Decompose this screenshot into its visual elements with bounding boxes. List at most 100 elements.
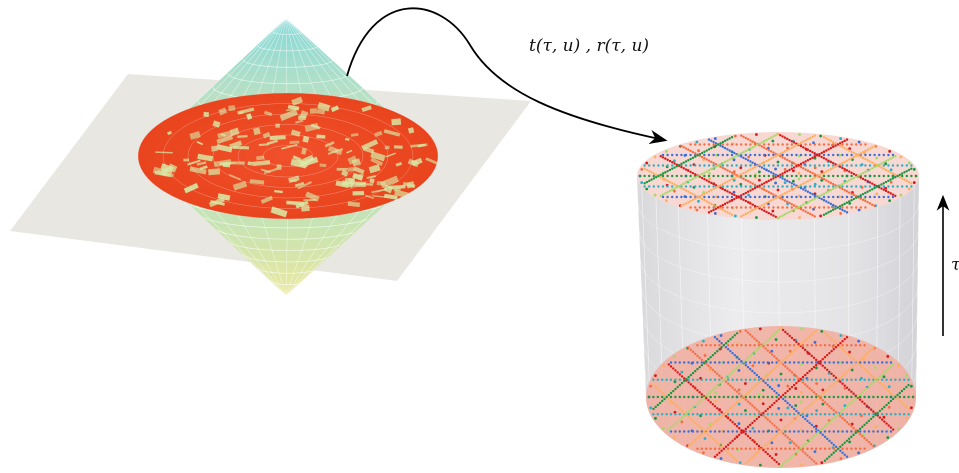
cap-dot bbox=[757, 410, 761, 413]
cap-dot bbox=[760, 413, 763, 417]
cap-dot bbox=[757, 415, 761, 419]
cap-dot bbox=[810, 395, 813, 399]
cap-dot bbox=[867, 430, 871, 433]
cap-dot bbox=[845, 169, 849, 172]
cap-dot bbox=[861, 150, 865, 154]
cap-dot bbox=[909, 406, 913, 410]
cap-dot bbox=[790, 206, 793, 209]
disk-patch bbox=[368, 164, 381, 174]
cap-dot bbox=[836, 185, 839, 188]
cap-dot bbox=[767, 179, 770, 183]
cap-dot bbox=[788, 430, 791, 433]
cap-dot bbox=[779, 173, 782, 176]
cap-dot bbox=[733, 403, 737, 406]
cap-dot bbox=[766, 395, 769, 399]
cap-dot bbox=[781, 172, 784, 175]
cap-dot bbox=[687, 444, 690, 448]
cap-dot bbox=[740, 173, 743, 176]
cap-dot bbox=[721, 140, 725, 144]
cap-dot bbox=[861, 400, 864, 403]
cap-dot bbox=[861, 356, 864, 360]
cap-dot bbox=[726, 211, 729, 214]
cap-dot bbox=[841, 340, 844, 343]
cap-dot bbox=[854, 394, 857, 397]
cap-dot bbox=[781, 151, 784, 154]
cap-dot bbox=[790, 140, 793, 143]
cap-dot bbox=[682, 182, 685, 185]
cap-dot bbox=[705, 413, 708, 416]
cap-dot bbox=[744, 164, 747, 167]
cap-dot bbox=[799, 343, 803, 346]
cap-dot bbox=[858, 393, 862, 396]
cap-dot bbox=[667, 428, 671, 431]
cap-dot bbox=[882, 195, 885, 199]
cap-dot bbox=[786, 384, 790, 388]
cap-dot bbox=[661, 364, 665, 368]
cap-dot bbox=[832, 374, 835, 377]
cap-dot bbox=[713, 405, 717, 408]
cap-dot bbox=[861, 425, 864, 429]
cap-dot bbox=[700, 193, 704, 197]
cap-dot bbox=[746, 331, 750, 334]
cap-dot bbox=[687, 375, 690, 379]
cap-dot bbox=[841, 195, 844, 199]
cap-dot bbox=[859, 344, 862, 347]
cap-dot bbox=[684, 185, 688, 188]
cap-dot bbox=[808, 369, 811, 373]
cap-dot bbox=[792, 141, 796, 144]
cap-dot bbox=[665, 413, 668, 416]
cap-dot bbox=[815, 427, 818, 431]
cap-dot bbox=[713, 212, 717, 215]
cap-dot bbox=[869, 417, 873, 421]
cap-dot bbox=[726, 159, 729, 162]
cap-dot bbox=[740, 428, 743, 432]
cap-dot bbox=[652, 172, 656, 175]
cap-dot bbox=[684, 189, 688, 192]
cap-dot bbox=[813, 173, 816, 176]
cap-dot bbox=[712, 153, 715, 157]
cap-dot bbox=[784, 344, 787, 347]
cap-dot bbox=[744, 361, 747, 364]
cap-dot bbox=[772, 214, 775, 217]
cap-dot bbox=[788, 447, 791, 450]
cap-dot bbox=[768, 371, 772, 374]
cap-dot bbox=[845, 185, 849, 188]
cap-dot bbox=[685, 377, 688, 381]
cap-dot bbox=[689, 164, 692, 167]
cap-dot bbox=[889, 413, 893, 416]
cap-dot bbox=[680, 186, 683, 190]
cap-dot bbox=[705, 200, 708, 203]
cap-dot bbox=[822, 192, 826, 195]
cap-dot bbox=[687, 410, 690, 413]
cap-dot bbox=[763, 185, 766, 188]
cap-dot bbox=[683, 430, 686, 433]
cap-dot bbox=[793, 378, 796, 381]
cap-dot bbox=[810, 354, 813, 358]
cap-dot bbox=[751, 456, 754, 459]
cap-dot bbox=[721, 203, 724, 207]
cap-dot bbox=[845, 386, 849, 389]
disk-patch bbox=[253, 127, 261, 136]
cap-dot bbox=[721, 164, 724, 167]
cap-dot bbox=[707, 433, 710, 437]
cap-dot bbox=[732, 170, 736, 174]
cap-dot bbox=[795, 186, 798, 189]
cap-dot bbox=[775, 460, 778, 464]
cap-dot bbox=[871, 161, 874, 164]
cap-dot bbox=[836, 164, 839, 167]
cap-dot bbox=[830, 419, 833, 422]
cap-dot bbox=[694, 194, 697, 197]
cap-dot bbox=[823, 390, 827, 393]
disk-patch bbox=[189, 131, 201, 140]
cap-dot bbox=[764, 381, 767, 385]
cap-dot bbox=[859, 361, 862, 364]
cap-dot bbox=[707, 190, 711, 193]
cap-dot bbox=[838, 186, 842, 189]
cap-dot bbox=[779, 413, 783, 416]
cap-dot bbox=[848, 147, 852, 151]
cap-dot bbox=[814, 432, 818, 436]
cap-dot bbox=[720, 415, 723, 418]
cap-dot bbox=[698, 195, 702, 198]
cap-dot bbox=[830, 349, 833, 353]
